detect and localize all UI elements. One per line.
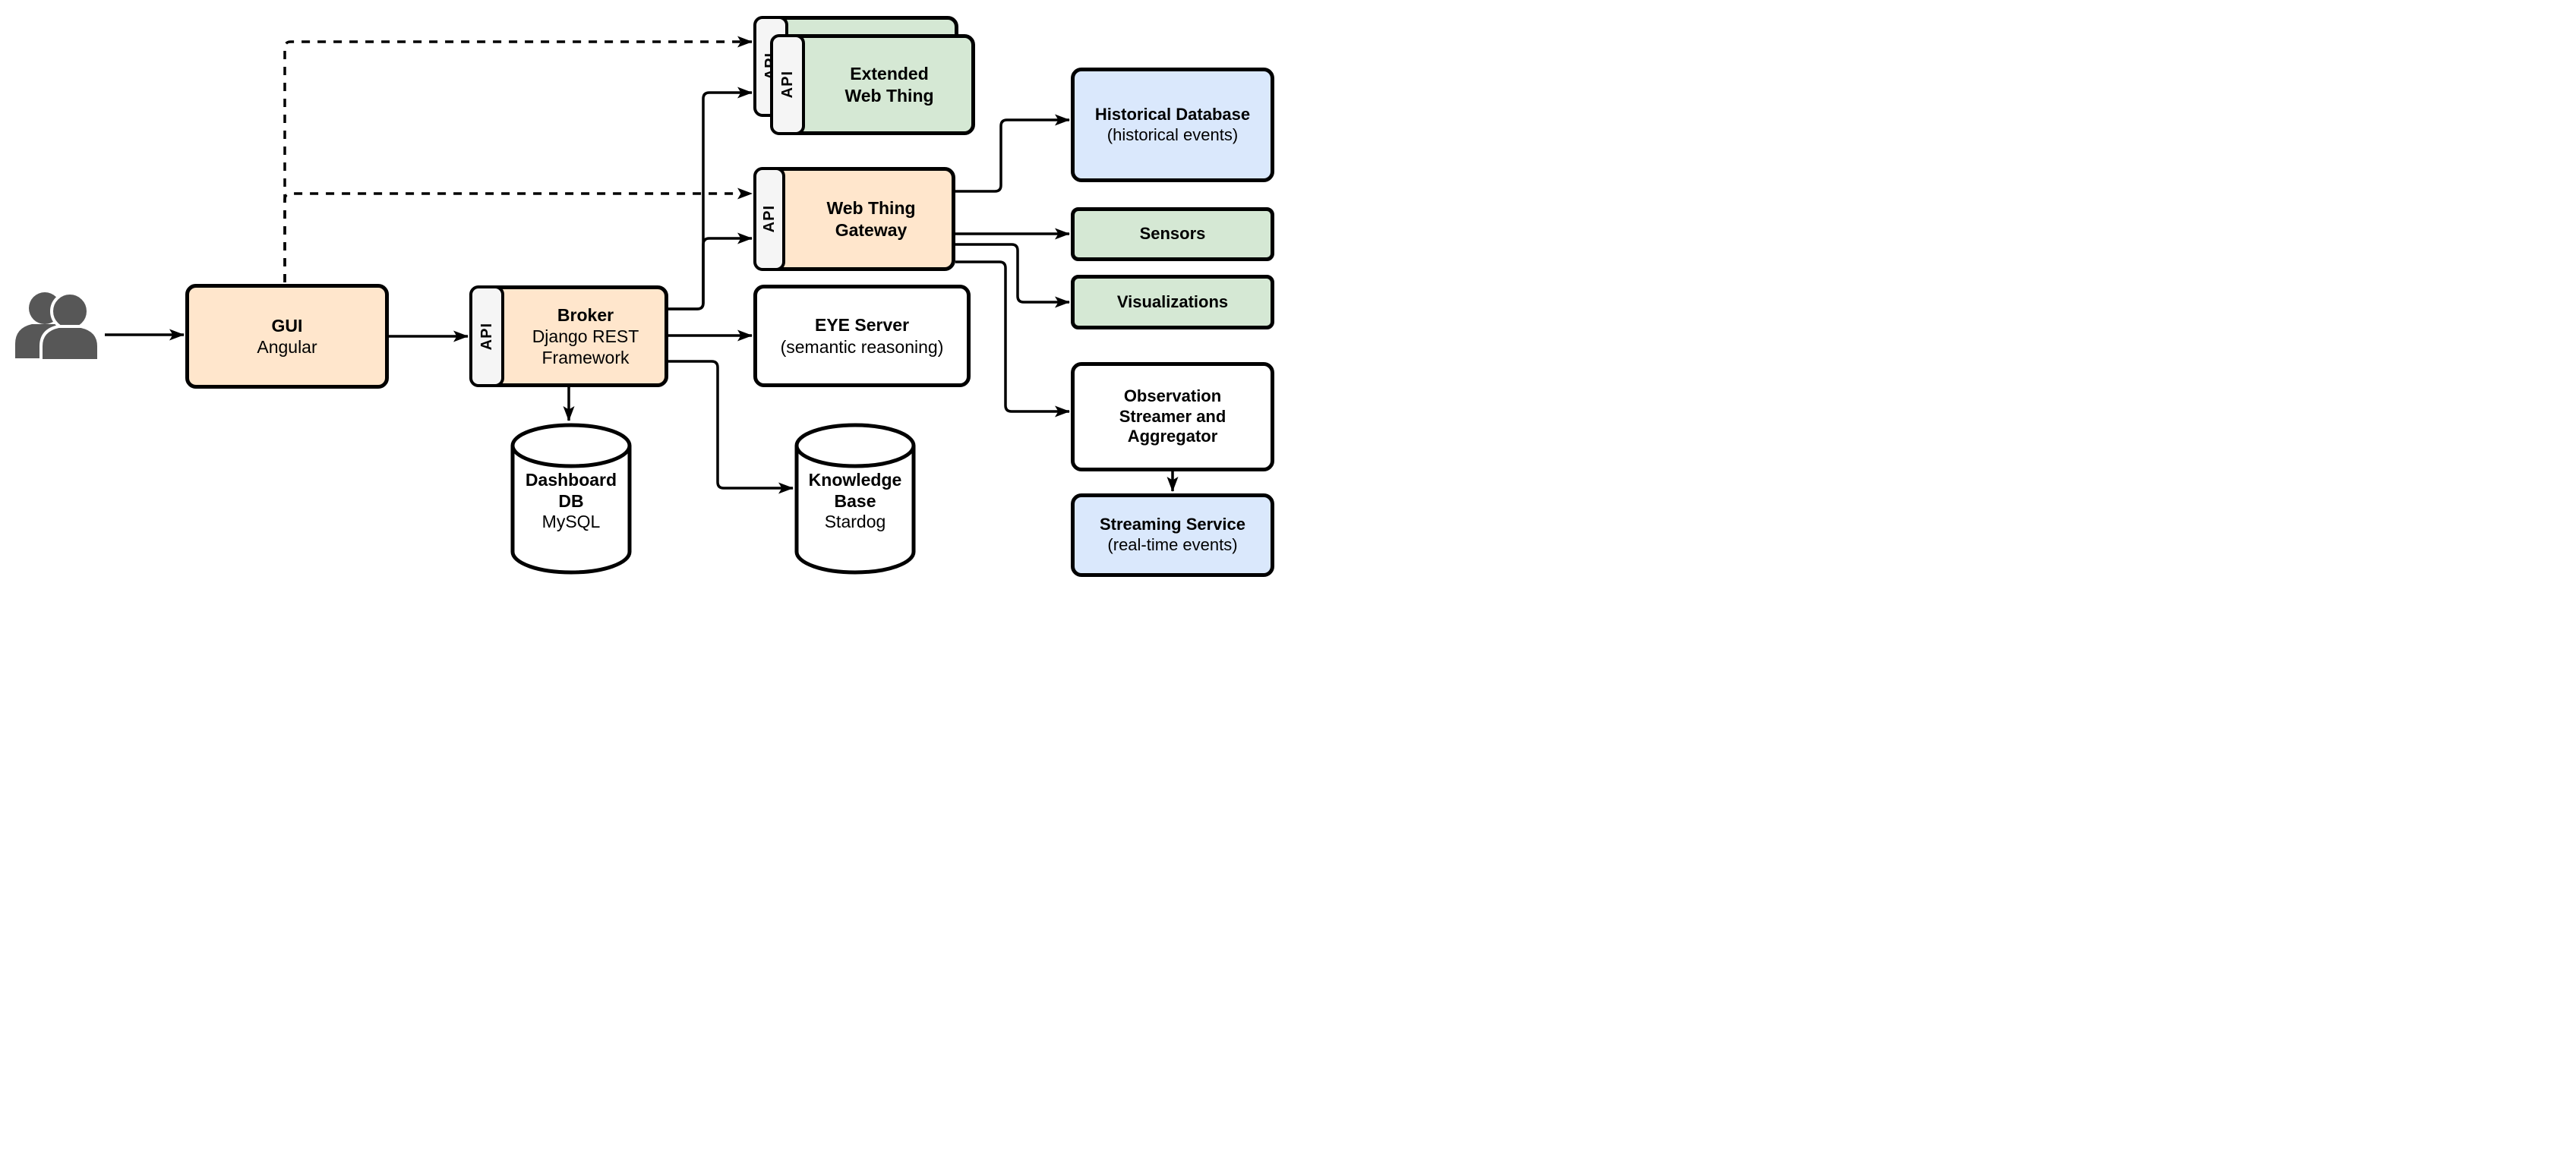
visualizations-title: Visualizations xyxy=(1116,292,1229,311)
node-extended-web-thing: API Extended Web Thing xyxy=(770,34,975,135)
observation-streamer-title-line2: Streamer and xyxy=(1119,406,1226,426)
observation-streamer-title-line3: Aggregator xyxy=(1127,427,1218,446)
cylinder-shape xyxy=(794,423,916,575)
sensors-title: Sensors xyxy=(1139,224,1206,244)
node-eye-server: EYE Server (semantic reasoning) xyxy=(753,285,971,387)
knowledge-base-subtitle: Stardog xyxy=(824,512,886,532)
api-label: API xyxy=(778,71,796,99)
node-web-thing-gateway: API Web Thing Gateway xyxy=(753,167,955,271)
users-icon xyxy=(15,292,100,362)
extended-web-thing-title-line2: Web Thing xyxy=(844,85,934,106)
broker-api-tab: API xyxy=(469,285,504,387)
eye-server-subtitle: (semantic reasoning) xyxy=(780,336,944,357)
cylinder-shape xyxy=(510,423,632,575)
node-broker: API Broker Django REST Framework xyxy=(469,285,668,387)
edge-broker-web-thing-gateway xyxy=(668,232,753,310)
knowledge-base-title-line2: Base xyxy=(834,490,876,511)
api-label: API xyxy=(478,322,495,351)
gui-title: GUI xyxy=(271,315,303,336)
dashboard-db-subtitle: MySQL xyxy=(541,512,601,532)
web-thing-gateway-title-line2: Gateway xyxy=(835,219,908,240)
architecture-diagram: GUI Angular API Broker Django REST Frame… xyxy=(0,0,1288,583)
node-dashboard-db: Dashboard DB MySQL xyxy=(510,423,632,575)
node-historical-database: Historical Database (historical events) xyxy=(1071,68,1274,182)
dashboard-db-title-line1: Dashboard xyxy=(525,470,617,490)
web-thing-gateway-title-line1: Web Thing xyxy=(826,198,916,219)
edge-broker-extended-web-thing xyxy=(668,87,753,310)
historical-database-subtitle: (historical events) xyxy=(1106,124,1239,144)
edge-gui-web-thing-gateway xyxy=(283,188,753,282)
broker-subtitle-line1: Django REST xyxy=(532,326,639,346)
edge-gui-extended-web-thing xyxy=(283,36,753,282)
streaming-service-title: Streaming Service xyxy=(1100,515,1245,534)
node-knowledge-base: Knowledge Base Stardog xyxy=(794,423,916,575)
node-gui: GUI Angular xyxy=(185,284,389,389)
node-sensors: Sensors xyxy=(1071,207,1274,261)
edge-web-thing-gateway-observation-streamer xyxy=(955,260,1070,418)
edge-web-thing-gateway-visualizations xyxy=(955,243,1070,308)
eye-server-title: EYE Server xyxy=(814,315,910,336)
web-thing-gateway-api-tab: API xyxy=(753,167,785,271)
node-observation-streamer: Observation Streamer and Aggregator xyxy=(1071,362,1274,471)
api-label: API xyxy=(760,205,778,233)
broker-subtitle-line2: Framework xyxy=(541,348,630,368)
dashboard-db-title-line2: DB xyxy=(558,490,584,511)
node-visualizations: Visualizations xyxy=(1071,275,1274,329)
broker-title: Broker xyxy=(557,304,614,325)
streaming-service-subtitle: (real-time events) xyxy=(1107,535,1238,554)
gui-subtitle: Angular xyxy=(257,337,317,357)
knowledge-base-title-line1: Knowledge xyxy=(808,470,902,490)
extended-web-thing-title-line1: Extended xyxy=(850,64,929,84)
historical-database-title: Historical Database xyxy=(1094,104,1251,124)
observation-streamer-title-line1: Observation xyxy=(1123,386,1222,405)
extended-web-thing-api-tab: API xyxy=(770,34,805,135)
node-streaming-service: Streaming Service (real-time events) xyxy=(1071,493,1274,577)
